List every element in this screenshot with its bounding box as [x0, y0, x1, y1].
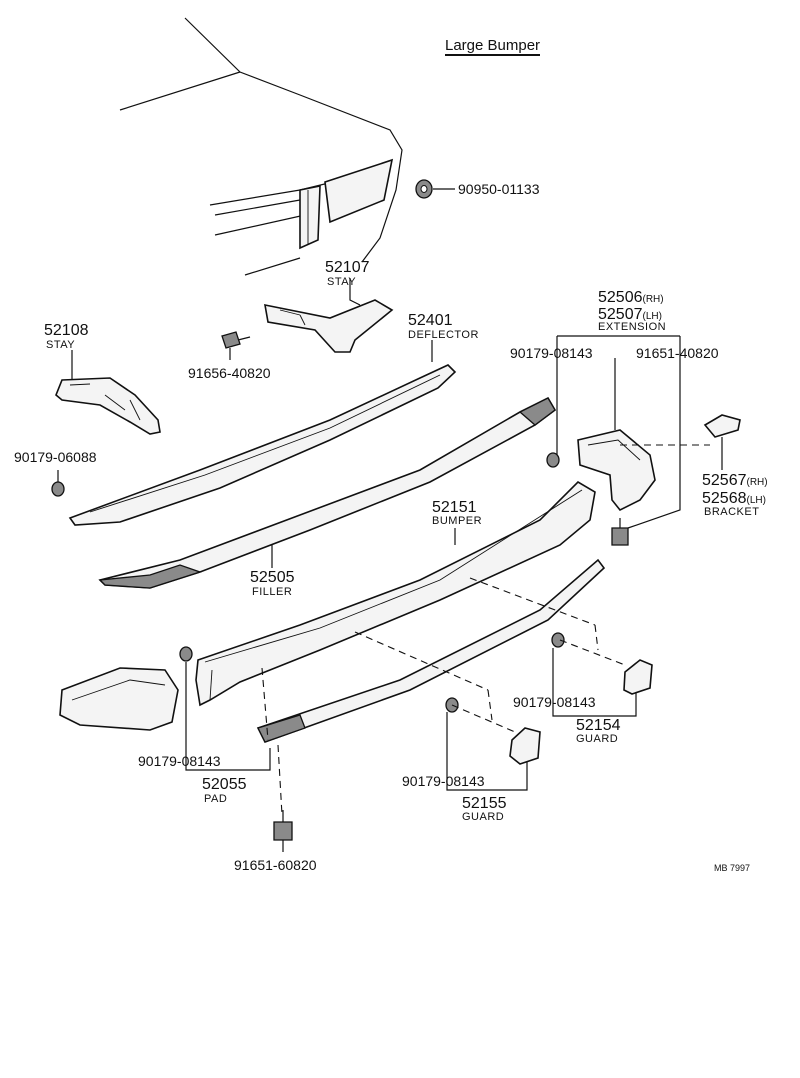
part-number-90179-guard1: 90179-08143 [513, 694, 596, 710]
part-number-52401: 52401 [408, 312, 453, 329]
part-number-52055: 52055 [202, 776, 247, 793]
part-number-52154: 52154 [576, 717, 621, 734]
part-number-52568: 52568(LH) [702, 490, 766, 507]
part-name-52107: STAY [327, 276, 357, 288]
part-number-91656: 91656-40820 [188, 365, 271, 381]
nut-90179-08143-guard1 [551, 632, 565, 648]
guard-52154 [623, 659, 653, 695]
leader-lines [185, 335, 681, 791]
part-number-52151: 52151 [432, 499, 477, 516]
part-number-52567: 52567(RH) [702, 472, 768, 489]
part-name-52401: DEFLECTOR [408, 329, 479, 341]
part-number-90179-guard2: 90179-08143 [402, 773, 485, 789]
filler-52505 [98, 396, 557, 589]
bracket-52567 [703, 414, 741, 470]
part-number-52506: 52506(RH) [598, 289, 664, 306]
end-cap-left [59, 667, 179, 731]
part-number-52108: 52108 [44, 322, 89, 339]
part-number-52507: 52507(LH) [598, 306, 662, 323]
nut-90179-06088 [51, 470, 65, 497]
bolt-91651-40820 [611, 518, 629, 546]
deflector-52401 [68, 340, 457, 526]
part-number-90179-upper: 90179-08143 [510, 345, 593, 361]
dashed-lines [261, 444, 710, 816]
part-name-52505: FILLER [252, 586, 293, 598]
nut-90179-08143-pad [179, 646, 193, 662]
bumper-52151 [195, 480, 596, 707]
vehicle-body-outline [119, 17, 403, 276]
part-name-52568: BRACKET [704, 506, 760, 518]
pad-52055 [256, 558, 606, 743]
diagram-title: Large Bumper [445, 37, 541, 56]
part-name-52151: BUMPER [432, 515, 483, 527]
part-name-52155: GUARD [462, 811, 505, 823]
guard-52155 [509, 727, 541, 765]
stay-52108 [55, 350, 161, 435]
bolt-91656-40820 [221, 331, 251, 360]
nut-90179-08143-upper [546, 452, 560, 468]
part-number-52505: 52505 [250, 569, 295, 586]
bolt-91651-60820 [273, 810, 293, 852]
nut-90950-01133 [415, 179, 455, 199]
part-name-52055: PAD [204, 793, 228, 805]
part-name-52108: STAY [46, 339, 76, 351]
part-number-90179-06088: 90179-06088 [14, 449, 97, 465]
part-number-91651-60820: 91651-60820 [234, 857, 317, 873]
part-number-91651-40820: 91651-40820 [636, 345, 719, 361]
part-name-52154: GUARD [576, 733, 619, 745]
extension-52506 [577, 358, 656, 512]
diagram-code: MB 7997 [714, 863, 751, 873]
part-number-90179-pad: 90179-08143 [138, 753, 221, 769]
part-number-52107: 52107 [325, 259, 370, 276]
part-number-90950: 90950-01133 [458, 181, 540, 197]
stay-52107 [264, 278, 394, 353]
part-name-52507: EXTENSION [598, 321, 667, 333]
part-number-52155: 52155 [462, 795, 507, 812]
